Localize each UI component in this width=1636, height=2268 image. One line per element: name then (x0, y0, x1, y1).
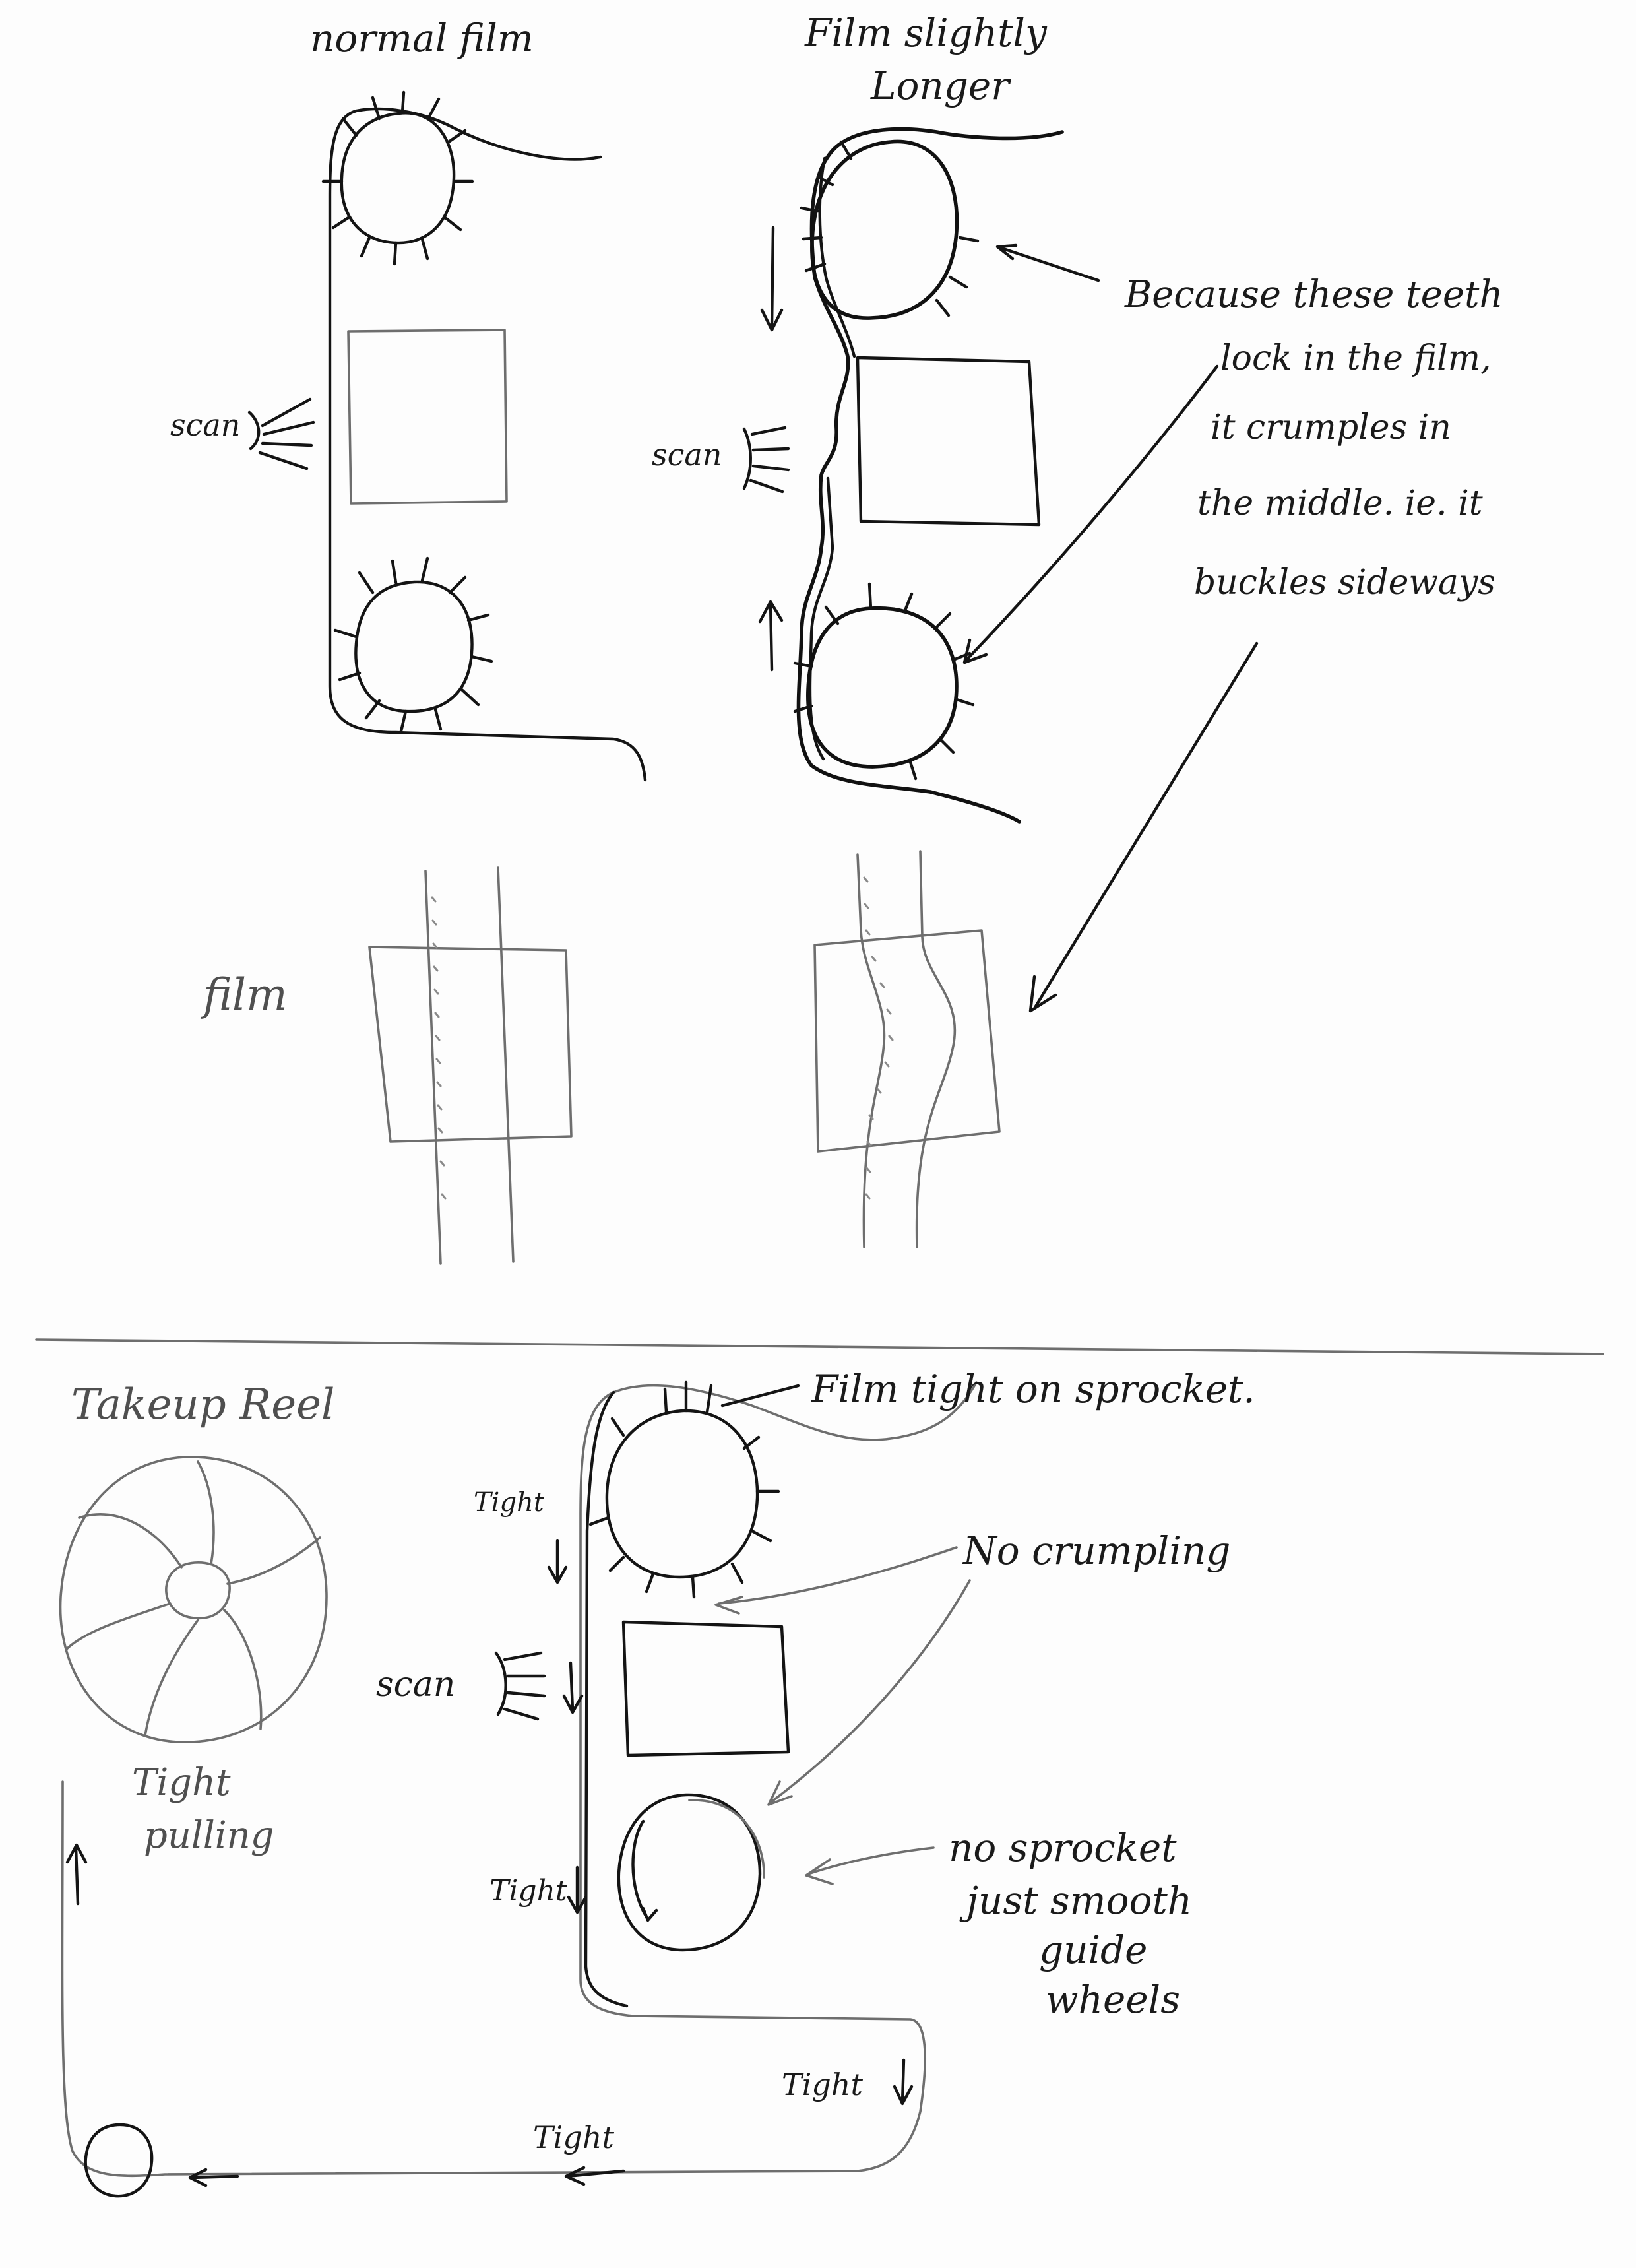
guide-wheel-motion (631, 1819, 658, 1922)
longer-bottom-sprocket (806, 606, 959, 769)
normal-film-edge-left (424, 870, 442, 1265)
takeup-film-path (61, 1381, 978, 2178)
bottom-guide-roller (84, 2123, 154, 2198)
takeup-reel-hub (165, 1561, 231, 1620)
longer-top-sprocket-teeth (800, 140, 980, 317)
film-label: film (200, 969, 288, 1020)
normal-bottom-sprocket-teeth (333, 556, 493, 733)
normal-film-edge-right (497, 866, 515, 1263)
tight-label-top: Tight (474, 1487, 545, 1518)
no-sprocket-line1: no sprocket (949, 1825, 1177, 1870)
longer-capture-window (856, 356, 1041, 527)
film-tight-on-sprocket-label: Film tight on sprocket. (811, 1367, 1255, 1411)
longer-film-diagram: Film slightly Longer scan Because these … (652, 11, 1503, 1013)
buckled-film-frame (813, 929, 1001, 1153)
takeup-top-sprocket-teeth (588, 1380, 780, 1599)
normal-film-frame (368, 946, 573, 1143)
takeup-scan-label: scan (376, 1665, 455, 1704)
guide-wheel-outline (688, 1799, 765, 1879)
normal-scan-rays (247, 397, 315, 470)
tight-arrow-top (547, 1539, 568, 1584)
normal-top-sprocket (340, 112, 456, 245)
buckled-film-edge-right (915, 850, 957, 1248)
normal-film-label: normal film (310, 16, 534, 61)
buckled-film-perforations (863, 876, 894, 1200)
normal-film-strip (328, 107, 647, 782)
takeup-reel (59, 1456, 328, 1743)
because-line5: buckles sideways (1194, 563, 1495, 602)
tight-arrow-guide (567, 1865, 588, 1914)
no-sprocket-line3: guide (1039, 1928, 1147, 1972)
section-divider (35, 1338, 1604, 1355)
longer-film-strip-edge (808, 156, 856, 761)
takeup-top-sprocket (605, 1409, 759, 1579)
tight-label-bottom: Tight (533, 2120, 614, 2155)
bottom-left-arrow (188, 2168, 239, 2187)
longer-bottom-sprocket-teeth (793, 582, 975, 781)
tight-label-guide: Tight (489, 1874, 567, 1908)
no-sprocket-pointer (805, 1846, 935, 1885)
longer-up-arrow (758, 600, 784, 672)
longer-top-sprocket (810, 139, 959, 320)
sprocket-label-leader (720, 1384, 800, 1408)
takeup-scan-rays (494, 1651, 584, 1721)
tight-pulling-line1: Tight (132, 1761, 231, 1804)
longer-down-arrow (760, 226, 784, 332)
longer-film-strip (796, 127, 1064, 824)
film-strips: film (200, 850, 1001, 1265)
longer-scan-label: scan (652, 437, 722, 472)
takeup-capture-window (621, 1620, 790, 1757)
pointer-to-top-teeth (995, 243, 1100, 282)
no-crumpling-label: No crumpling (962, 1528, 1230, 1573)
no-sprocket-line4: wheels (1046, 1977, 1180, 2022)
no-crumpling-pointer-window (714, 1546, 958, 1615)
takeup-diagram: Takeup Reel Tight pulling Film tight on … (59, 1367, 1255, 2198)
normal-bottom-sprocket (354, 580, 474, 713)
longer-scan-rays (742, 426, 790, 494)
takeup-film-path-ink (584, 1390, 629, 2008)
pointer-to-buckled-film (1028, 641, 1259, 1013)
because-line2: lock in the film, (1220, 339, 1492, 378)
tight-arrow-right (893, 2058, 914, 2106)
normal-film-diagram: normal film scan (170, 16, 647, 782)
guide-wheel (617, 1793, 762, 1952)
takeup-up-arrow (65, 1843, 88, 1906)
normal-film-perforations (431, 896, 447, 1200)
normal-scan-label: scan (170, 407, 240, 443)
because-line3: it crumples in (1211, 408, 1451, 447)
because-line1: Because these teeth (1124, 273, 1503, 316)
no-crumpling-pointer-gap (767, 1579, 971, 1806)
because-line4: the middle. ie. it (1197, 484, 1483, 523)
takeup-reel-label: Takeup Reel (71, 1380, 334, 1429)
tight-label-right: Tight (782, 2067, 863, 2102)
takeup-reel-spokes (65, 1460, 321, 1737)
tight-arrow-bottom (564, 2166, 625, 2186)
normal-capture-window (347, 329, 508, 505)
buckled-film-edge-left (856, 853, 886, 1248)
pointer-to-bottom-teeth (962, 364, 1219, 664)
normal-top-sprocket-teeth (321, 90, 474, 266)
tight-pulling-line2: pulling (144, 1814, 274, 1857)
no-sprocket-line2: just smooth (959, 1878, 1192, 1923)
longer-film-label-line1: Film slightly (804, 11, 1048, 55)
longer-film-label-line2: Longer (870, 63, 1011, 108)
